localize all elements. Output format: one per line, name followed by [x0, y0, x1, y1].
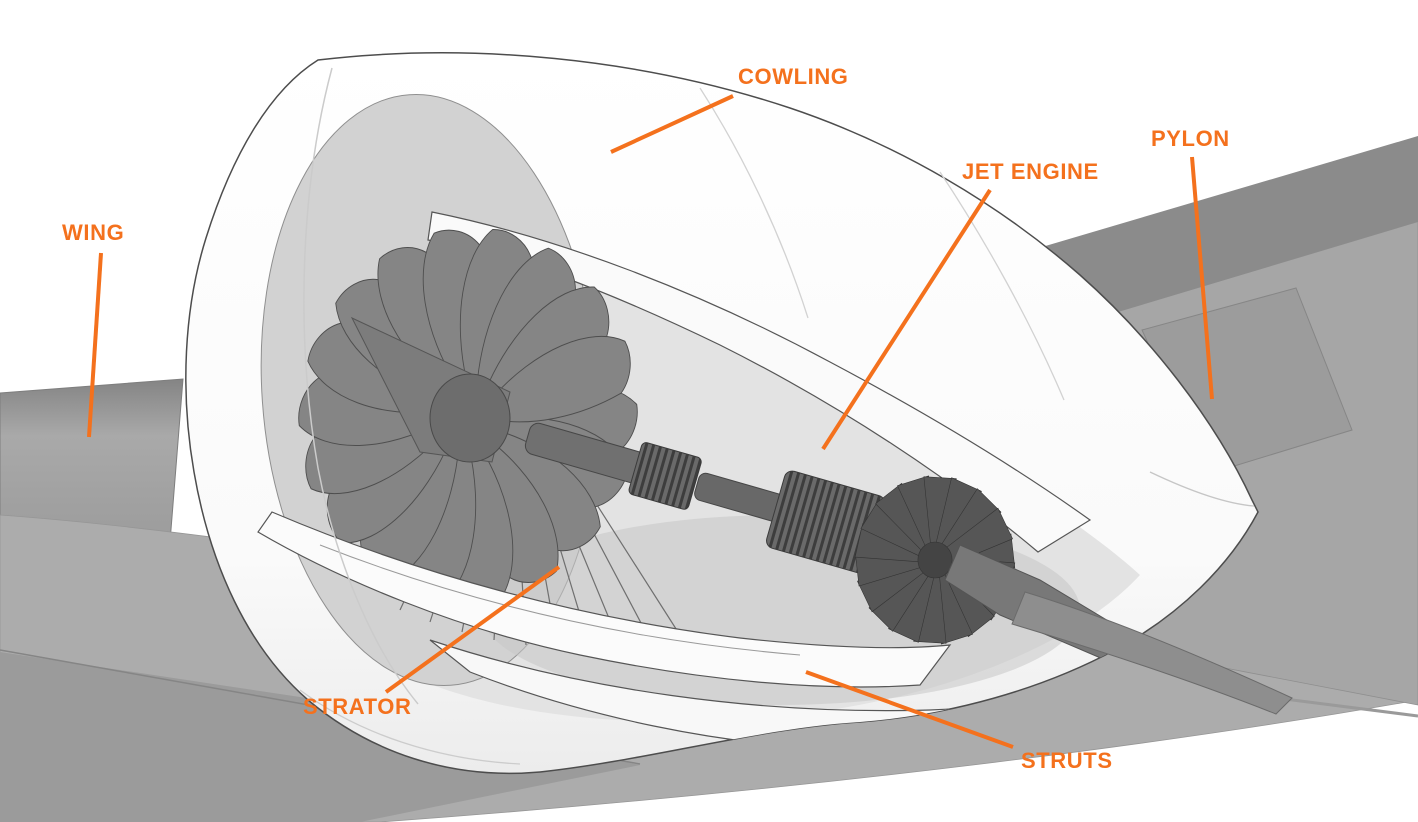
engine-core [524, 422, 928, 574]
jet-engine-leader-line [821, 188, 992, 451]
leader-lines [87, 94, 1214, 749]
pylon-label: PYLON [1151, 126, 1230, 151]
strator-label: STRATOR [303, 694, 412, 719]
exhaust-cone [1011, 591, 1293, 715]
cowling-seams [299, 67, 1255, 765]
wing-leader-line [87, 252, 103, 438]
struts-leader-line [805, 670, 1014, 749]
struts-label: STRUTS [1021, 748, 1113, 773]
wing-right-leading-edge [1042, 136, 1418, 312]
duct-seam [319, 544, 801, 656]
nacelle-interior [257, 93, 1191, 751]
strator-leader-line [384, 565, 561, 694]
cowling-leader-line [610, 94, 734, 154]
pylon-leader-line [1190, 156, 1214, 400]
compressor-coupling [628, 442, 702, 510]
jet-engine-label: JET ENGINE [962, 159, 1099, 184]
turbine-disk [851, 472, 1019, 648]
wing-flap [0, 652, 640, 822]
lower-bypass-duct [257, 511, 952, 688]
wing-label: WING [62, 220, 125, 245]
cowling-label: COWLING [738, 64, 849, 89]
fan-hub [429, 373, 511, 463]
